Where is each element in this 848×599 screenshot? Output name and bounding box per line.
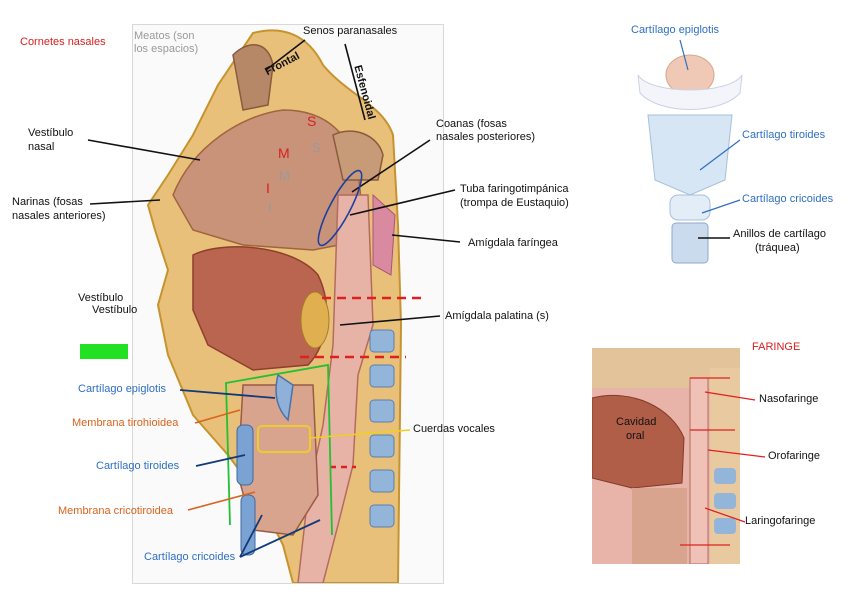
vertebra xyxy=(369,364,395,388)
tongue-small xyxy=(592,394,685,489)
pharynx-section-illustration xyxy=(592,348,740,564)
label-cuerdas-vocales: Cuerdas vocales xyxy=(413,423,495,435)
label-membrana-cricotiroidea: Membrana cricotiroidea xyxy=(58,505,173,517)
larynx-panel xyxy=(630,45,750,265)
label-larynx-tiroides: Cartílago tiroides xyxy=(742,129,826,141)
palatine-tonsil xyxy=(300,291,330,349)
vertebra xyxy=(369,434,395,458)
label-cartilago-cricoides: Cartílago cricoides xyxy=(144,551,236,563)
sagittal-section-illustration xyxy=(146,29,403,584)
label-narinas-2: nasales anteriores) xyxy=(12,210,106,222)
label-faringe-title: FARINGE xyxy=(752,341,801,353)
label-senos: Senos paranasales xyxy=(303,25,398,37)
letter-m-red: M xyxy=(278,145,290,161)
label-vestibulo-b: Vestíbulo xyxy=(92,304,138,316)
label-narinas-1: Narinas (fosas xyxy=(12,196,83,208)
green-marker xyxy=(80,344,128,359)
letter-s-gray: S xyxy=(312,140,321,155)
letter-m-gray: M xyxy=(279,168,290,183)
letter-i-gray: I xyxy=(268,200,272,215)
label-vestibulo-a: Vestíbulo xyxy=(78,292,124,304)
vertebra xyxy=(369,469,395,493)
label-amigdala-palatina: Amígdala palatina (s) xyxy=(445,310,549,322)
label-orofaringe: Orofaringe xyxy=(768,450,820,462)
label-cavidad-2: oral xyxy=(626,430,645,442)
vertebra xyxy=(369,399,395,423)
larynx-model-illustration xyxy=(637,54,743,264)
hyoid-model xyxy=(637,74,743,110)
thyroid-model xyxy=(647,114,733,196)
label-coanas-1: Coanas (fosas xyxy=(436,118,507,130)
label-tuba-1: Tuba faringotimpánica xyxy=(460,183,569,195)
label-cartilago-tiroides: Cartílago tiroides xyxy=(96,460,180,472)
vertebra xyxy=(369,329,395,353)
letter-s-red: S xyxy=(307,113,317,129)
label-tuba-2: (trompa de Eustaquio) xyxy=(460,197,569,209)
label-coanas-2: nasales posteriores) xyxy=(436,131,536,143)
label-vestibulo-nasal-1: Vestíbulo xyxy=(28,127,74,139)
thyroid-cartilage xyxy=(236,424,254,486)
sagittal-section-panel xyxy=(132,24,444,584)
label-vestibulo-nasal-2: nasal xyxy=(28,141,55,153)
cricoid-model xyxy=(669,194,711,221)
label-larynx-cricoides: Cartílago cricoides xyxy=(742,193,834,205)
label-larynx-epiglotis: Cartílago epiglotis xyxy=(631,24,720,36)
larynx-small xyxy=(632,488,687,564)
letter-i-red: I xyxy=(266,180,270,196)
label-cornetes: Cornetes nasales xyxy=(20,36,106,48)
trachea-model xyxy=(671,222,709,264)
label-meatos-2: los espacios) xyxy=(134,43,199,55)
label-cartilago-epiglotis: Cartílago epiglotis xyxy=(78,383,167,395)
label-membrana-tirohioidea: Membrana tirohioidea xyxy=(72,417,179,429)
frontal-sinus xyxy=(232,44,274,111)
pharynx-panel xyxy=(592,348,740,564)
label-larynx-anillos-2: (tráquea) xyxy=(755,242,800,254)
spine-small xyxy=(710,368,740,564)
label-cavidad-1: Cavidad xyxy=(616,416,657,428)
pharynx-airway-small xyxy=(689,377,709,564)
label-amigdala-faringea: Amígdala faríngea xyxy=(468,237,558,249)
label-laringofaringe: Laringofaringe xyxy=(745,515,816,527)
cricoid-cartilage xyxy=(240,494,256,556)
vertebra xyxy=(369,504,395,528)
label-larynx-anillos-1: Anillos de cartílago xyxy=(733,228,826,240)
label-nasofaringe: Nasofaringe xyxy=(759,393,819,405)
label-meatos-1: Meatos (son xyxy=(134,30,195,42)
